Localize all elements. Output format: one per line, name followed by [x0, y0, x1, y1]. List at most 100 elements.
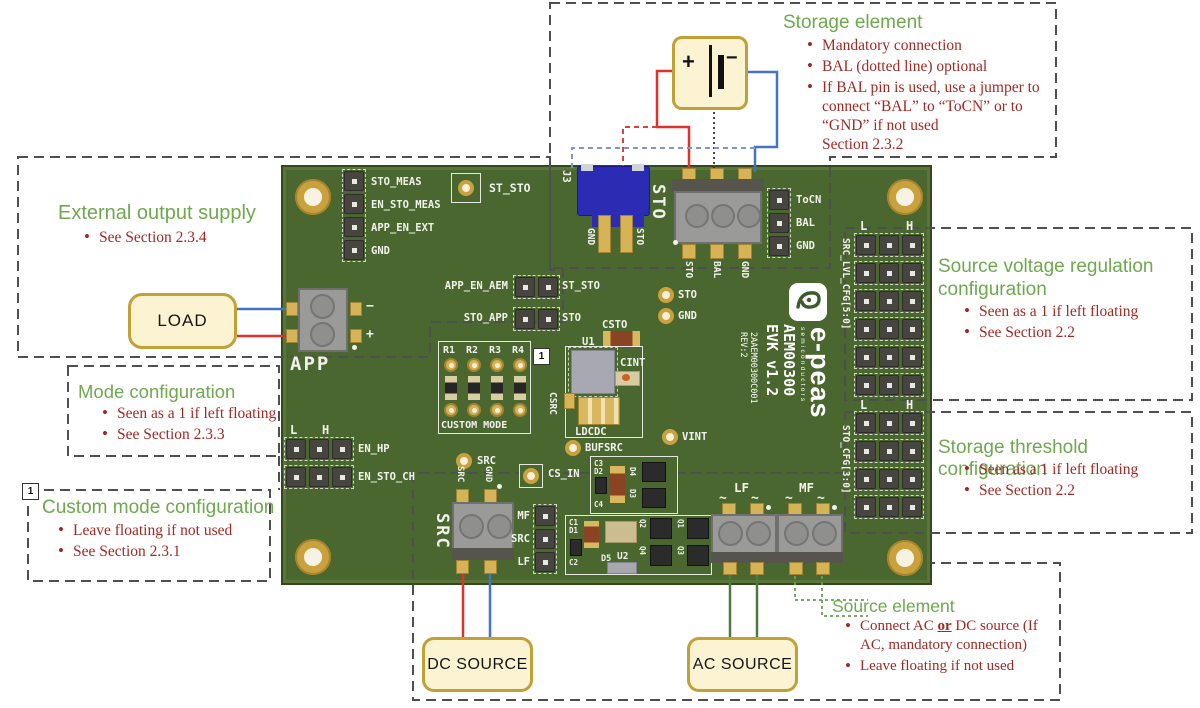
src-gnd-pin-label: GND	[483, 466, 493, 483]
app-pad-minus	[286, 302, 298, 316]
src-lvl-cfg-jumper-row	[854, 261, 924, 285]
q4-label: Q4	[638, 546, 647, 556]
source-element-title: Source element	[832, 596, 955, 616]
j3-notch	[581, 164, 593, 171]
sto-terminal-screw	[737, 204, 761, 228]
gnd-label: GND	[796, 240, 815, 252]
battery-long-plate	[709, 45, 712, 97]
mf-tilde-2: ~	[817, 491, 825, 506]
sto-app-jumper	[513, 307, 560, 331]
pin1-dot	[352, 345, 357, 350]
resistor-pad	[513, 358, 527, 372]
csto-capacitor	[603, 331, 640, 347]
note-text: Connect AC	[860, 618, 938, 634]
tocn-label: ToCN	[796, 194, 822, 206]
brand-subtitle: semiconductors	[799, 327, 806, 404]
r3-label: R3	[489, 345, 502, 356]
note-item: BAL (dotted line) optional	[805, 56, 1063, 76]
jumper-pin	[286, 467, 306, 487]
src-voltage-title: Source voltage regulation configuration	[938, 256, 1154, 300]
sto-tp-label: STO	[678, 289, 697, 301]
mf-bottom-pad	[789, 562, 803, 575]
jumper-pin	[856, 347, 876, 367]
bufsrc-label: BUFSRC	[585, 442, 623, 454]
storage-battery-symbol: + −	[672, 36, 748, 110]
header-pin	[769, 213, 789, 233]
jumper-pin	[902, 497, 922, 517]
jumper-pin	[879, 291, 899, 311]
resistor-r1	[445, 376, 457, 400]
lf-terminal-screw	[746, 521, 771, 546]
j3-pin-label-sto: STO	[634, 228, 645, 246]
j3-ref-label: J3	[560, 170, 572, 183]
c3-label: C3	[594, 459, 604, 468]
mounting-hole-bottom-right	[887, 540, 923, 576]
jumper-pin	[856, 291, 876, 311]
jumper-pin	[902, 441, 922, 461]
gnd-pin-label: GND	[739, 261, 750, 279]
d4-label: D4	[628, 467, 637, 477]
jumper-pin	[515, 309, 535, 329]
mf-tilde-1: ~	[785, 491, 793, 506]
jumper-pin	[879, 441, 899, 461]
cs-in-test-point	[523, 468, 539, 484]
src-voltage-notes: Seen as a 1 if left floating See Section…	[962, 301, 1177, 344]
st-sto-test-point	[458, 180, 474, 196]
note-item: Seen as a 1 if left floating	[962, 459, 1177, 479]
storage-threshold-notes: Seen as a 1 if left floating See Section…	[962, 459, 1177, 502]
app-en-aem-jumper	[513, 275, 560, 299]
src-top-pad	[456, 489, 469, 503]
header-pin	[344, 240, 364, 260]
header-pin	[344, 171, 364, 191]
u1-chip	[568, 347, 618, 397]
gnd-test-point	[658, 308, 674, 324]
r4-label: R4	[512, 345, 525, 356]
sto-cfg-jumper-row	[854, 495, 924, 519]
jumper-pin	[309, 439, 329, 459]
src-pin-label: SRC	[511, 533, 530, 545]
q3-label: Q3	[676, 546, 685, 556]
jumper-pin	[309, 467, 329, 487]
sto-terminal-screw	[711, 204, 735, 228]
d1-label: D1	[569, 526, 579, 535]
bal-bottom-pad	[710, 244, 724, 259]
jumper-pin	[538, 309, 558, 329]
d5-label: D5	[601, 554, 612, 564]
lf-terminal-strip	[711, 552, 777, 563]
smd-component	[570, 539, 582, 556]
resistor-r4	[514, 376, 526, 400]
note-item: See Section 2.3.3	[100, 424, 285, 444]
sto-cfg-label: STO_CFG[3:0]	[840, 425, 851, 494]
jumper-pin	[856, 441, 876, 461]
st-sto-tp-outline	[451, 173, 481, 203]
u2-label: U2	[617, 551, 629, 562]
pin-label-app-en-ext: APP_EN_EXT	[371, 222, 435, 234]
sto-cfg-h-label: H	[906, 398, 914, 412]
src-lvl-cfg-jumper-row	[854, 373, 924, 397]
csto-label: CSTO	[602, 319, 628, 331]
custom-mode-board-badge: 1	[533, 348, 550, 365]
jumper-pin	[902, 235, 922, 255]
app-terminal-screw	[310, 322, 335, 347]
jumper-pin	[856, 413, 876, 433]
src-lvl-cfg-label: SRC_LVL_CFG[5:0]	[840, 238, 851, 330]
board-code-text: 2AAEM00300C001 REV:2	[738, 332, 758, 452]
note-item: See Section 2.2	[962, 480, 1177, 500]
src-lvl-cfg-jumper-row	[854, 289, 924, 313]
app-pad-plus	[286, 329, 298, 343]
transistor-q3	[687, 545, 709, 566]
r2-label: R2	[466, 345, 479, 356]
sto-cfg-jumper-row	[854, 439, 924, 463]
app-label: APP	[290, 353, 331, 375]
h-label: H	[322, 423, 330, 437]
external-output-notes: See Section 2.3.4	[82, 227, 282, 249]
jumper-pin	[902, 263, 922, 283]
storage-element-notes: Mandatory connection BAL (dotted line) o…	[805, 35, 1063, 156]
j3-pin-sto	[620, 215, 633, 253]
battery-minus-sign: −	[725, 47, 738, 69]
gnd-tp-label: GND	[678, 310, 697, 322]
src-terminal-screw	[459, 514, 484, 539]
model-number: AEM00300	[780, 324, 798, 397]
board-code: 2AAEM00300C001	[748, 332, 758, 404]
evk-version: EVK v1.2	[763, 324, 781, 397]
